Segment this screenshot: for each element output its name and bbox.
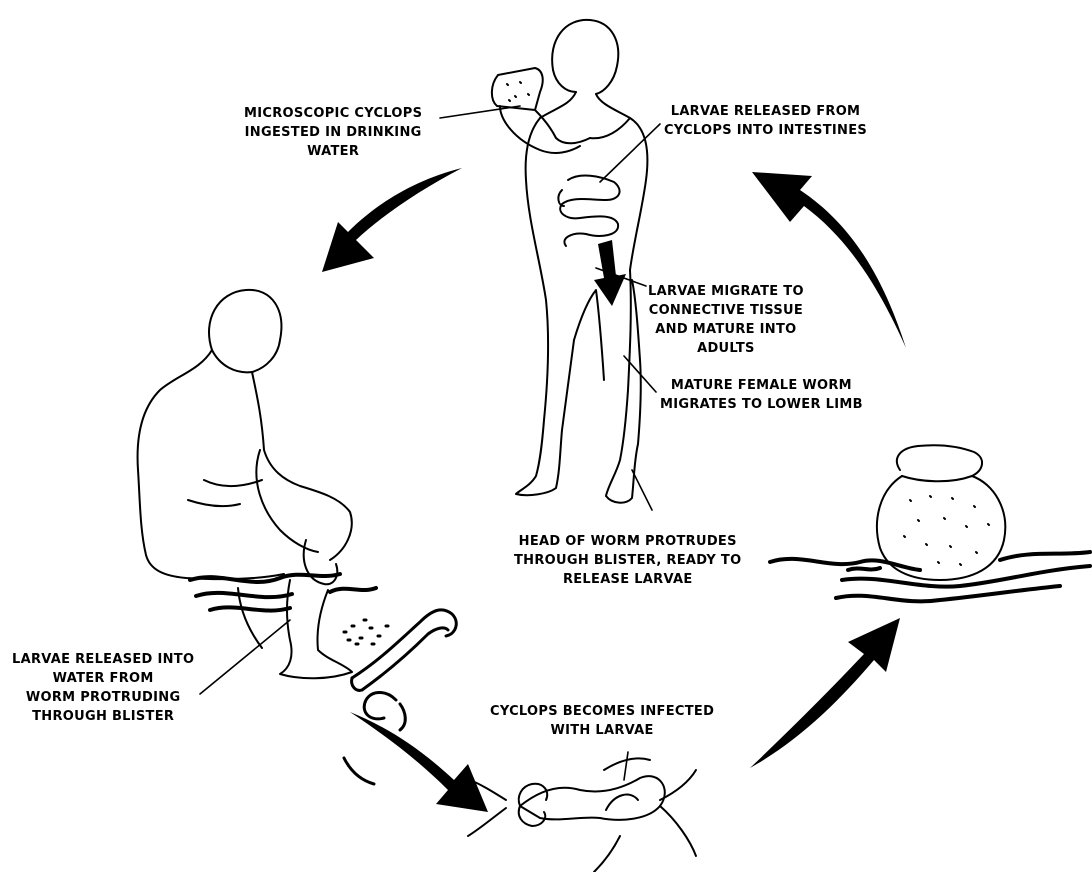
label-released-intestines: LARVAE RELEASED FROM CYCLOPS INTO INTEST…: [664, 102, 867, 140]
arrow-cyclops-to-pot-icon: [750, 618, 900, 768]
leader-lines: [200, 106, 660, 780]
guinea-worm-icon: [344, 610, 456, 691]
arrow-intestine-to-leg-icon: [594, 240, 626, 306]
cyclops-icon: [468, 758, 696, 872]
standing-person-drinking-icon: [492, 20, 648, 503]
crouching-person-icon: [138, 290, 352, 678]
label-ingested: MICROSCOPIC CYCLOPS INGESTED IN DRINKING…: [244, 104, 422, 161]
water-ripples-right: [770, 552, 1090, 601]
label-released-water: LARVAE RELEASED INTO WATER FROM WORM PRO…: [12, 650, 194, 726]
arrow-ingest-to-crouch-icon: [322, 168, 462, 272]
label-cyclops-infected: CYCLOPS BECOMES INFECTED WITH LARVAE: [490, 702, 714, 740]
water-pot-icon: [877, 445, 1005, 580]
label-migrate-connective: LARVAE MIGRATE TO CONNECTIVE TISSUE AND …: [648, 282, 804, 358]
water-ripples-left: [190, 574, 376, 611]
label-female-worm: MATURE FEMALE WORM MIGRATES TO LOWER LIM…: [660, 376, 863, 414]
label-head-protrudes: HEAD OF WORM PROTRUDES THROUGH BLISTER, …: [514, 532, 741, 589]
arrow-leg-to-cyclops-icon: [350, 712, 488, 812]
